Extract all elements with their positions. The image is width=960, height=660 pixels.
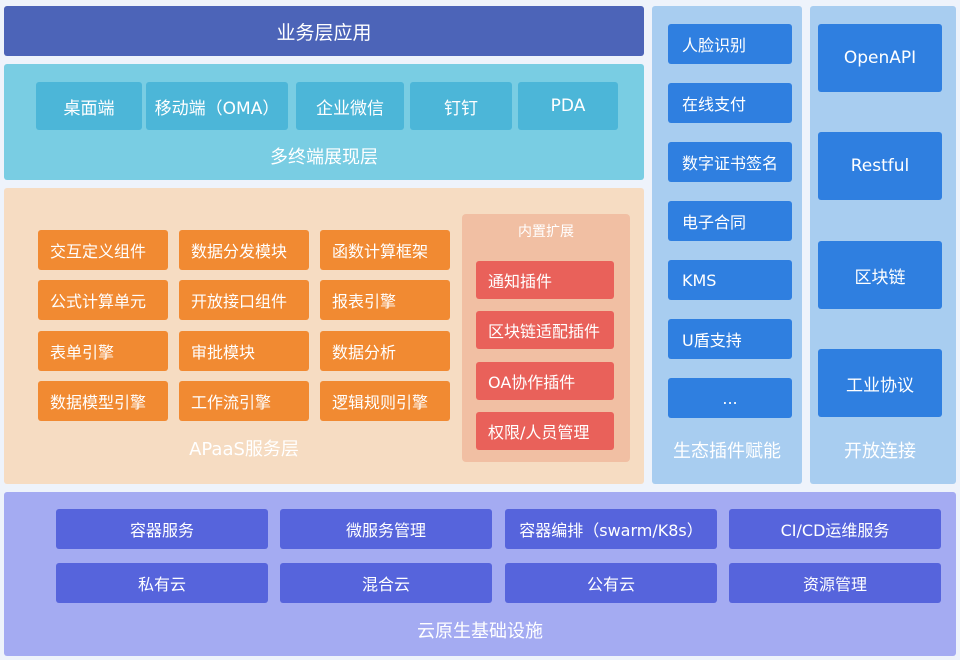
apaas-component: 数据分发模块: [179, 230, 309, 270]
apaas-component: 数据模型引擎: [38, 381, 168, 421]
builtin-plugin-item: 区块链适配插件: [476, 311, 614, 349]
apaas-component: 报表引擎: [320, 280, 450, 320]
cloud-item: CI/CD运维服务: [729, 509, 941, 549]
eco-plugin-column: 人脸识别 在线支付 数字证书签名 电子合同 KMS U盾支持 ... 生态插件赋…: [652, 6, 802, 484]
cloud-native-layer: 容器服务 微服务管理 容器编排（swarm/K8s） CI/CD运维服务 私有云…: [4, 492, 956, 656]
terminal-layer: 桌面端 移动端（OMA） 企业微信 钉钉 PDA 多终端展现层: [4, 64, 644, 180]
terminal-item-mobile: 移动端（OMA）: [146, 82, 288, 130]
open-connect-title: 开放连接: [844, 441, 916, 462]
cloud-item: 资源管理: [729, 563, 941, 603]
builtin-extension-panel: 内置扩展 通知插件 区块链适配插件 OA协作插件 权限/人员管理: [462, 214, 630, 462]
cloud-item: 混合云: [280, 563, 492, 603]
eco-plugin-item: 数字证书签名: [668, 142, 792, 182]
open-connect-item: 工业协议: [818, 349, 942, 417]
terminal-item-pda: PDA: [518, 82, 618, 130]
open-connect-item: Restful: [818, 132, 942, 200]
cloud-item: 容器服务: [56, 509, 268, 549]
apaas-component: 审批模块: [179, 331, 309, 371]
terminal-layer-title: 多终端展现层: [270, 147, 378, 168]
builtin-plugin-item: 权限/人员管理: [476, 412, 614, 450]
eco-plugin-item: U盾支持: [668, 319, 792, 359]
eco-plugin-more: ...: [668, 378, 792, 418]
apaas-component: 交互定义组件: [38, 230, 168, 270]
apaas-layer: 交互定义组件 数据分发模块 函数计算框架 公式计算单元 开放接口组件 报表引擎 …: [4, 188, 644, 484]
open-connect-item: OpenAPI: [818, 24, 942, 92]
builtin-plugin-item: OA协作插件: [476, 362, 614, 400]
open-connect-item: 区块链: [818, 241, 942, 309]
cloud-item: 微服务管理: [280, 509, 492, 549]
eco-plugin-item: 人脸识别: [668, 24, 792, 64]
cloud-item: 容器编排（swarm/K8s）: [505, 509, 717, 549]
builtin-extension-title: 内置扩展: [518, 224, 574, 240]
eco-plugin-item: KMS: [668, 260, 792, 300]
terminal-item-wecom: 企业微信: [296, 82, 404, 130]
cloud-item: 公有云: [505, 563, 717, 603]
eco-plugin-item: 在线支付: [668, 83, 792, 123]
apaas-component: 公式计算单元: [38, 280, 168, 320]
apaas-component: 表单引擎: [38, 331, 168, 371]
eco-plugin-title: 生态插件赋能: [673, 441, 781, 462]
eco-plugin-item: 电子合同: [668, 201, 792, 241]
apaas-component: 函数计算框架: [320, 230, 450, 270]
apaas-component: 数据分析: [320, 331, 450, 371]
builtin-plugin-item: 通知插件: [476, 261, 614, 299]
apaas-layer-title: APaaS服务层: [189, 439, 299, 460]
cloud-layer-title: 云原生基础设施: [417, 621, 543, 642]
terminal-item-desktop: 桌面端: [36, 82, 142, 130]
business-layer-bar: 业务层应用: [4, 6, 644, 56]
apaas-component: 工作流引擎: [179, 381, 309, 421]
apaas-component: 逻辑规则引擎: [320, 381, 450, 421]
open-connect-column: OpenAPI Restful 区块链 工业协议 开放连接: [810, 6, 956, 484]
cloud-item: 私有云: [56, 563, 268, 603]
terminal-item-dingtalk: 钉钉: [410, 82, 512, 130]
apaas-component: 开放接口组件: [179, 280, 309, 320]
